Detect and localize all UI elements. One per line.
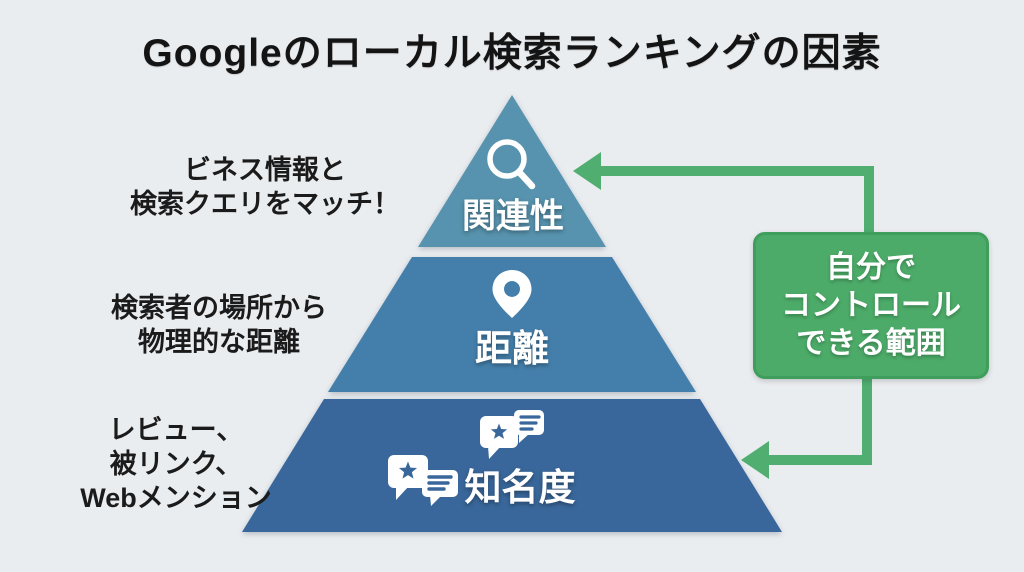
description-line: レビュー、 [108,415,244,445]
callout-line: できる範囲 [796,326,946,360]
mention-bubble-tail [519,433,530,443]
pyramid-tier-distance [328,257,696,392]
description-line: Webメンション [80,483,272,513]
control-range-callout: 自分で コントロール できる範囲 [753,232,989,379]
arrow-to-relevance [573,152,874,234]
reviews-icon [388,410,544,506]
review-bubble-tail [488,446,501,459]
diagram-title: Googleのローカル検索ランキングの因素 [142,32,882,75]
pyramid-tier-relevance [418,95,606,247]
review-bubble-tail [396,486,409,500]
search-icon [487,139,536,190]
description-prominence: レビュー、 被リンク、 Webメンション [80,413,272,515]
description-line: 検索者の場所から [111,293,327,323]
mention-bubble-tail [430,495,442,506]
mention-lines [519,415,541,431]
control-range-arrows [573,152,874,479]
arrow-to-prominence [741,377,872,479]
mention-lines [427,475,453,491]
callout-line: 自分で [826,250,916,284]
description-relevance: ビネス情報と 検索クエリをマッチ！ [130,153,400,221]
description-line: 被リンク、 [109,449,243,479]
description-distance: 検索者の場所から 物理的な距離 [111,291,327,359]
description-line: ビネス情報と [184,155,346,185]
star-icon [490,423,508,439]
pyramid-tier-prominence [242,399,782,532]
callout-line: コントロール [781,288,961,322]
tier-label-prominence: 知名度 [464,467,576,508]
description-line: 検索クエリをマッチ！ [130,189,400,219]
location-pin-icon [492,270,532,318]
tier-label-distance: 距離 [475,328,549,369]
tier-label-relevance: 関連性 [462,197,564,236]
star-icon [398,461,418,479]
description-line: 物理的な距離 [138,327,300,357]
